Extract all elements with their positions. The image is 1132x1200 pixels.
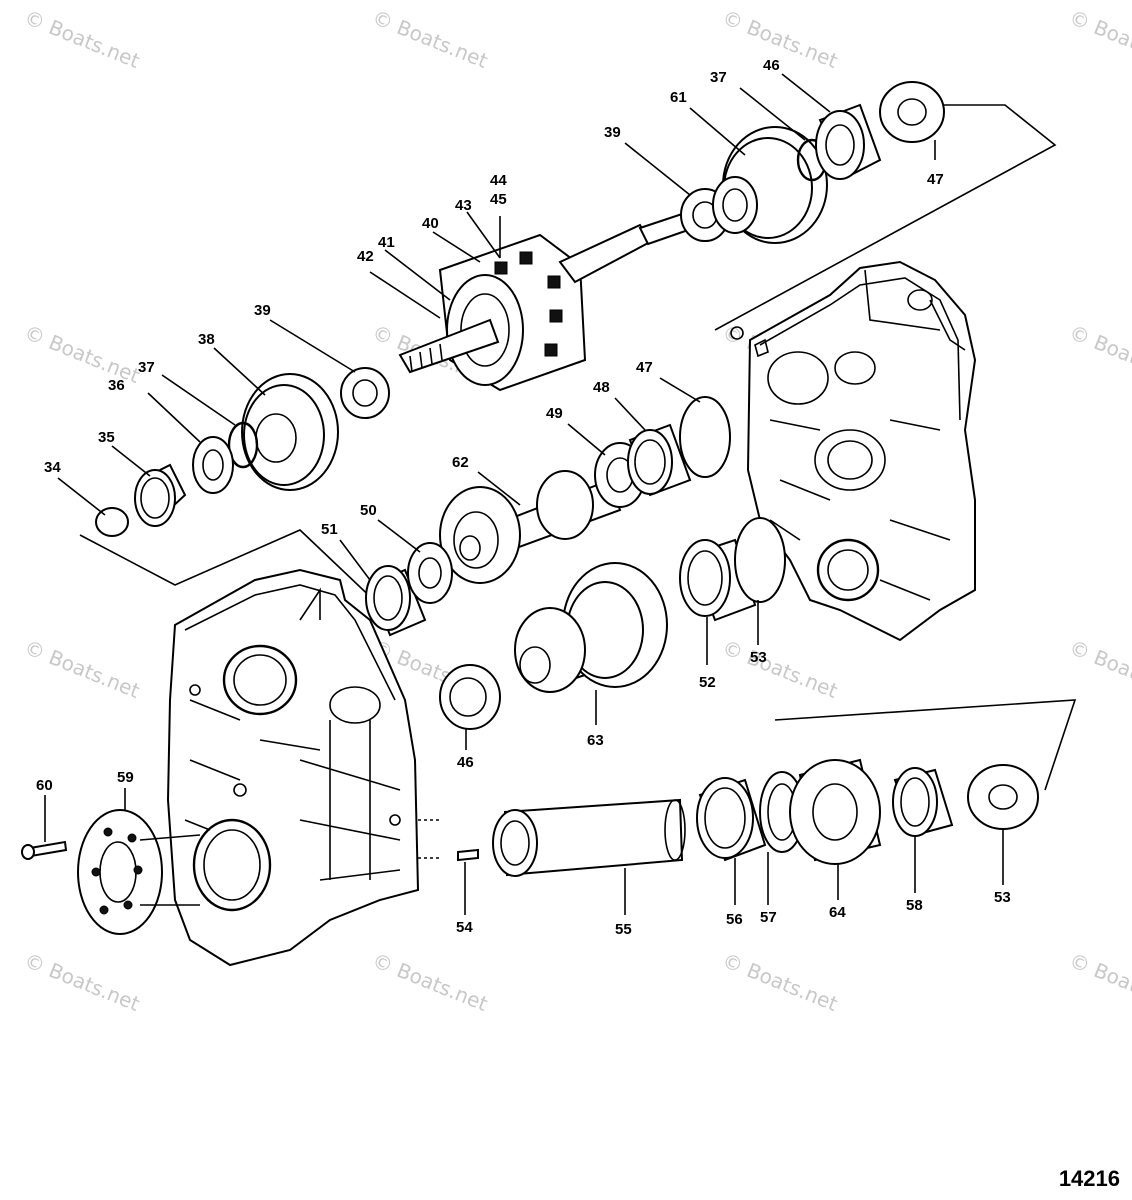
callout-53-bottom: 53 xyxy=(994,889,1011,906)
race-48 xyxy=(627,423,692,497)
bearing-46-lower xyxy=(439,664,501,730)
callout-44: 44 xyxy=(490,172,507,189)
callout-54: 54 xyxy=(456,919,473,936)
race-56 xyxy=(696,777,767,862)
callout-63: 63 xyxy=(587,732,604,749)
bearing-50 xyxy=(407,542,453,604)
callout-42: 42 xyxy=(357,248,374,265)
front-housing xyxy=(166,568,440,967)
group-bracket-lower xyxy=(774,699,1077,791)
bearing-race-35 xyxy=(134,463,187,527)
race-51 xyxy=(365,565,427,637)
callout-61: 61 xyxy=(670,89,687,106)
callout-56: 56 xyxy=(726,911,743,928)
callout-50: 50 xyxy=(360,502,377,519)
callout-37-right: 37 xyxy=(710,69,727,86)
gear-cluster-63 xyxy=(514,562,668,693)
callout-46-lower: 46 xyxy=(457,754,474,771)
callout-43: 43 xyxy=(455,197,472,214)
callout-49: 49 xyxy=(546,405,563,422)
countershaft-62 xyxy=(439,470,622,584)
callout-46-top: 46 xyxy=(763,57,780,74)
spring-53-mid xyxy=(734,517,786,603)
figure-number: 14216 xyxy=(1058,1166,1120,1191)
needle-bearing-39-left xyxy=(340,367,390,419)
gear-64 xyxy=(789,758,882,865)
callout-39-right: 39 xyxy=(604,124,621,141)
clutch-drum-assembly xyxy=(398,210,696,392)
washer-37-left xyxy=(227,421,259,469)
gear-38 xyxy=(241,373,339,491)
callout-37-left: 37 xyxy=(138,359,155,376)
callout-58: 58 xyxy=(906,897,923,914)
callout-40: 40 xyxy=(422,215,439,232)
group-bracket-upper xyxy=(79,104,1057,626)
callout-34: 34 xyxy=(44,459,61,476)
callout-52: 52 xyxy=(699,674,716,691)
race-58 xyxy=(892,767,954,837)
rear-housing xyxy=(730,260,977,642)
dowel-pin-54 xyxy=(457,848,479,862)
callout-51: 51 xyxy=(321,521,338,538)
callout-59: 59 xyxy=(117,769,134,786)
bearing-36 xyxy=(192,436,234,494)
callout-41: 41 xyxy=(378,234,395,251)
spring-47-mid xyxy=(679,396,731,478)
leader-lines xyxy=(44,73,1004,915)
callout-36: 36 xyxy=(108,377,125,394)
callout-48: 48 xyxy=(593,379,610,396)
shaft-55 xyxy=(492,798,686,877)
callout-47-mid: 47 xyxy=(636,359,653,376)
callout-55: 55 xyxy=(615,921,632,938)
spring-47-top xyxy=(879,81,945,143)
callout-35: 35 xyxy=(98,429,115,446)
gear-61 xyxy=(712,126,828,244)
bearing-46-top xyxy=(815,103,882,180)
callout-45: 45 xyxy=(490,191,507,208)
callout-57: 57 xyxy=(760,909,777,926)
callout-47-top: 47 xyxy=(927,171,944,188)
callout-64: 64 xyxy=(829,904,846,921)
flange-59 xyxy=(77,809,201,935)
callout-39-left: 39 xyxy=(254,302,271,319)
callout-60: 60 xyxy=(36,777,53,794)
callout-62: 62 xyxy=(452,454,469,471)
bolt-60 xyxy=(21,840,68,860)
callout-53-mid: 53 xyxy=(750,649,767,666)
spring-53-bottom xyxy=(967,764,1039,830)
callout-38: 38 xyxy=(198,331,215,348)
